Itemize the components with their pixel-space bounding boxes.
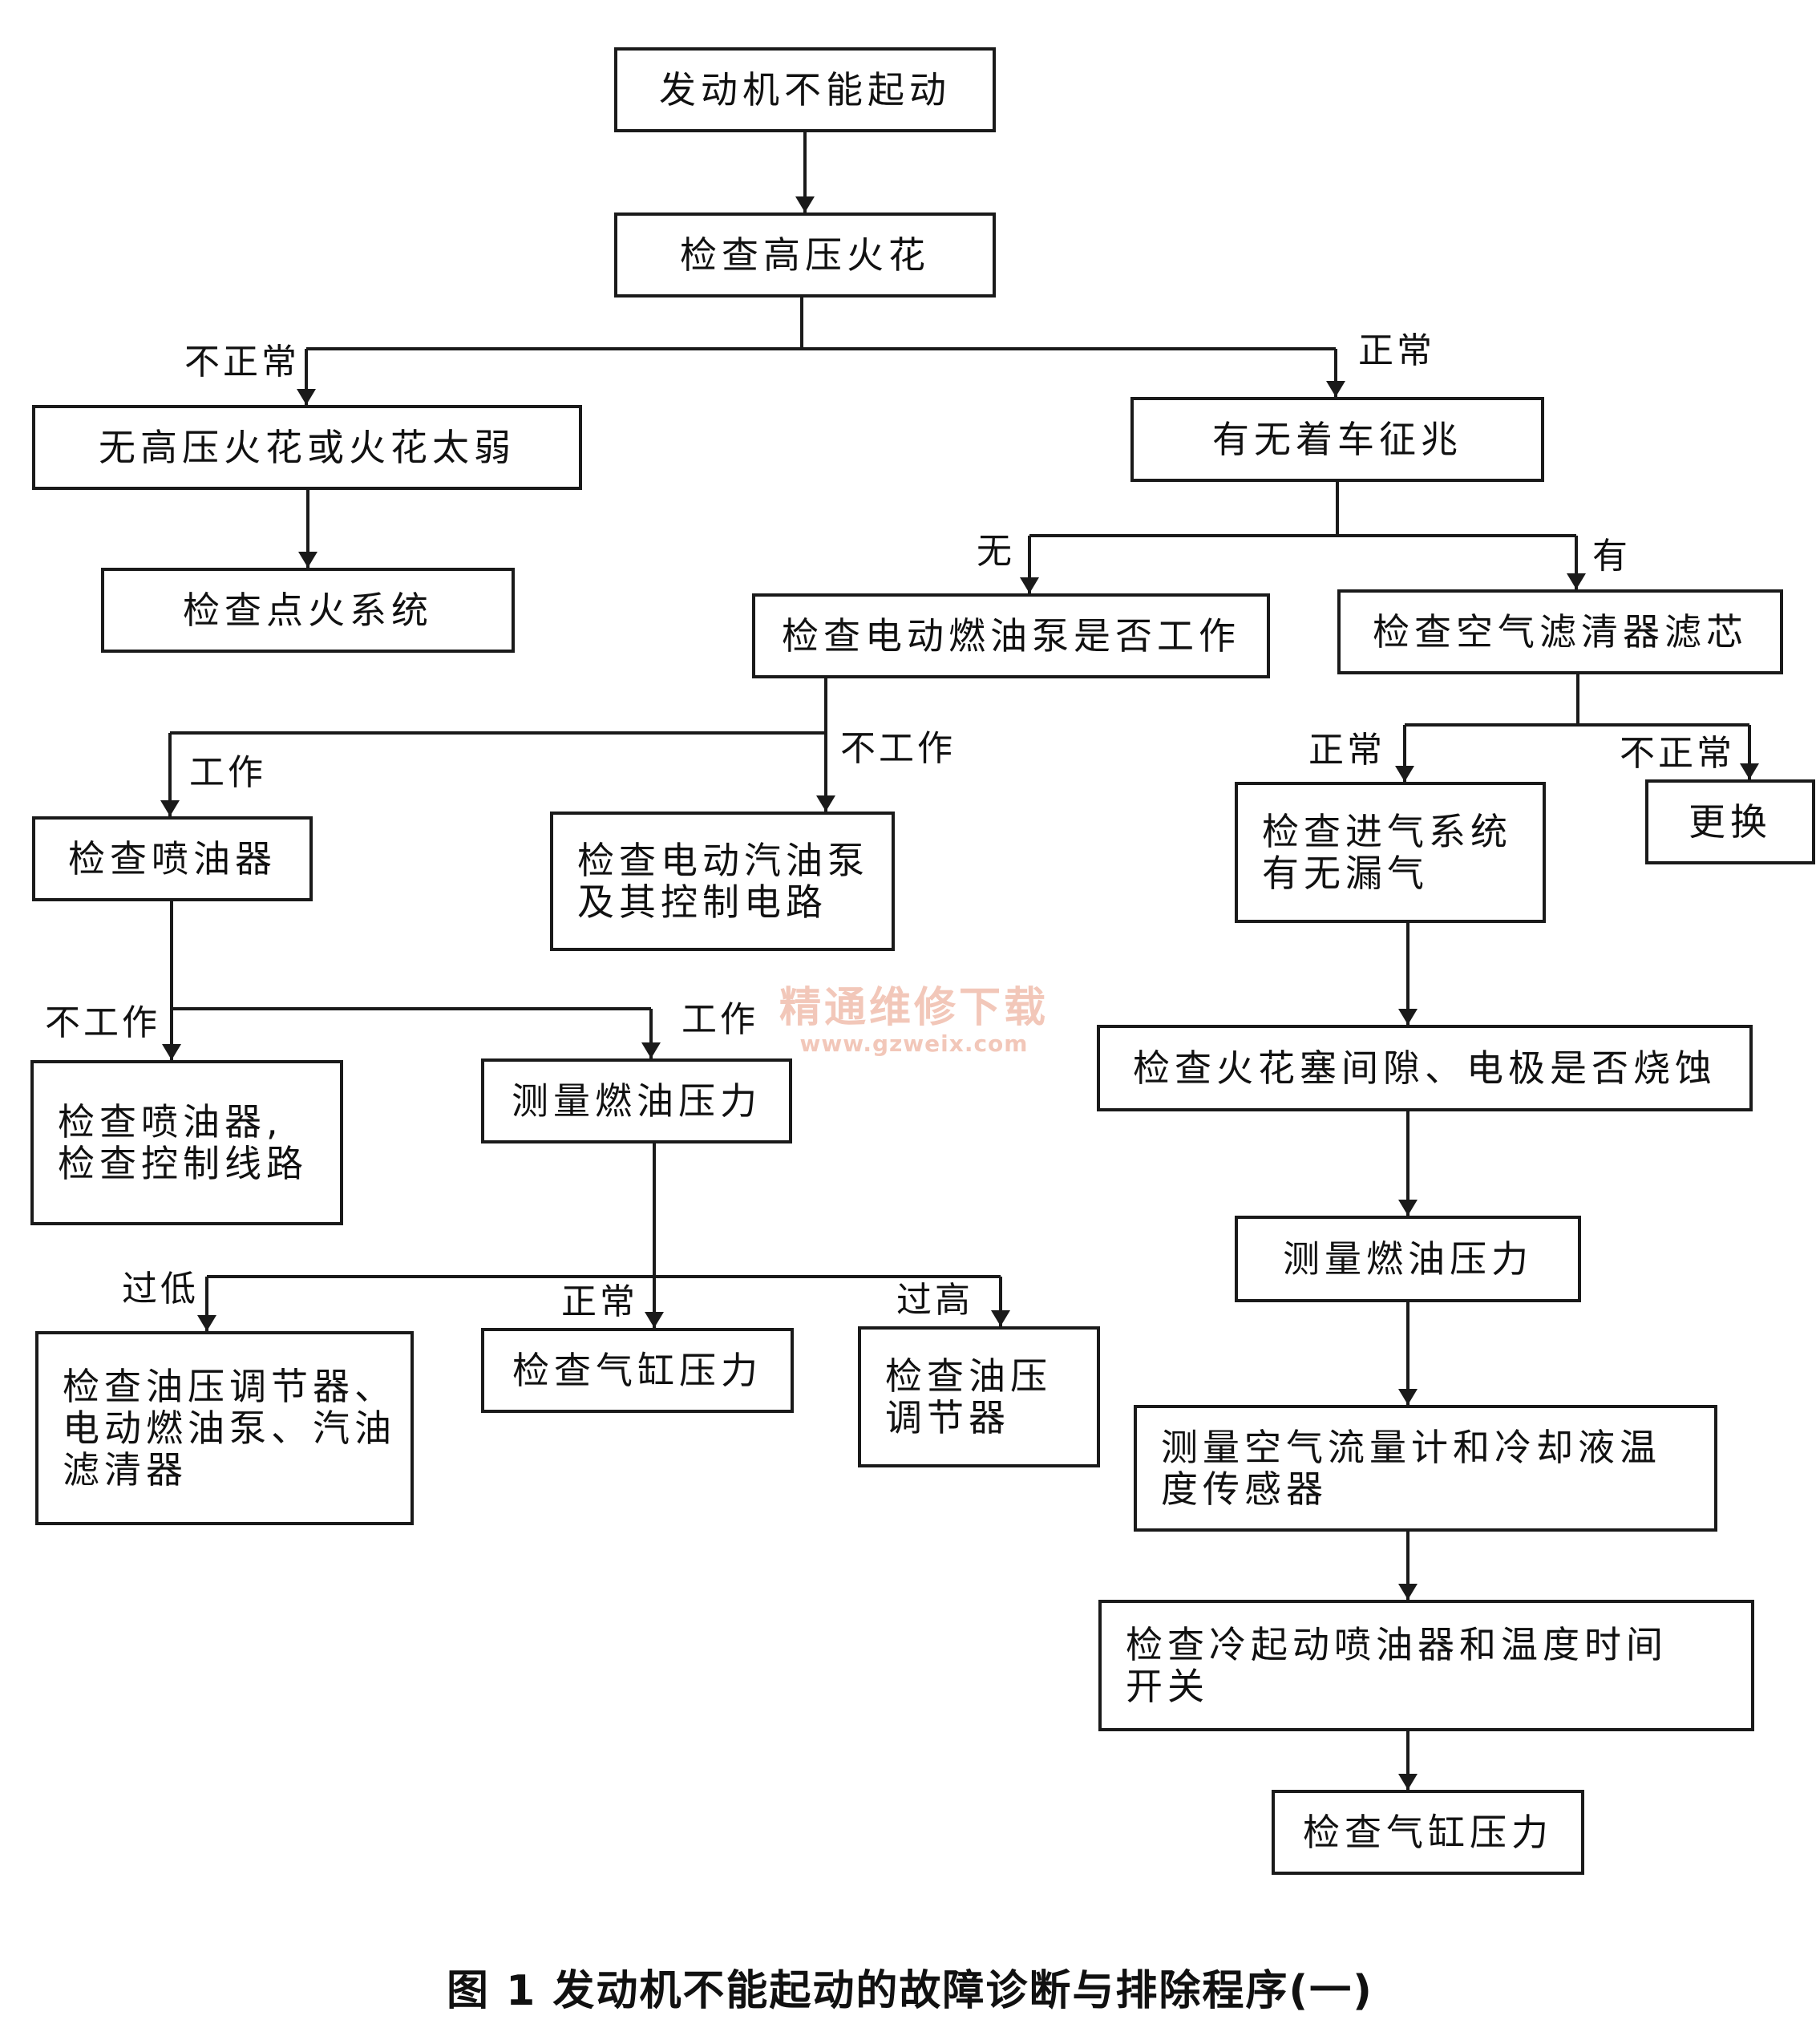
watermark-title: 精通维修下载 <box>779 984 1049 1032</box>
edge-label-has-symptoms: 有 <box>1592 536 1631 577</box>
node-check-electric-fuel-pump: 检查电动燃油泵是否工作 <box>752 593 1270 678</box>
edge-to-injector-arrowhead <box>160 800 180 816</box>
edge-label-pump-works: 工作 <box>189 752 266 793</box>
node-measure-airflow-coolant-sensor: 测量空气流量计和冷却液温 度传感器 <box>1134 1405 1717 1532</box>
edge-to-spark-plug-arrowhead <box>1398 1009 1418 1025</box>
edge-to-fuel-pressure-right-arrowhead <box>1398 1200 1418 1216</box>
edge-to-regulator-pump-filter-arrowhead <box>197 1315 216 1331</box>
node-check-high-voltage-spark: 检查高压火花 <box>614 212 996 298</box>
edge-label-injector-not-works: 不工作 <box>45 1002 160 1043</box>
edge-to-pressure-regulator-arrowhead <box>991 1310 1010 1326</box>
edge-to-pump-circuit-arrowhead <box>816 795 835 812</box>
edge-to-cylinder-right-arrowhead <box>1398 1774 1418 1790</box>
node-check-regulator-pump-filter: 检查油压调节器、 电动燃油泵、汽油 滤清器 <box>35 1331 414 1525</box>
edge-to-fuel-pressure-left-arrowhead <box>641 1042 661 1058</box>
edge-label-pressure-too-high: 过高 <box>896 1280 973 1321</box>
edge-to-cold-start-arrowhead <box>1398 1584 1418 1600</box>
node-engine-cannot-start: 发动机不能起动 <box>614 47 996 132</box>
node-measure-fuel-pressure-right: 测量燃油压力 <box>1235 1216 1581 1302</box>
edge-to-no-spark-arrowhead <box>297 389 316 405</box>
node-check-cylinder-pressure-left: 检查气缸压力 <box>481 1328 794 1413</box>
edge-to-replace-arrowhead <box>1740 763 1759 779</box>
node-replace: 更换 <box>1645 779 1815 864</box>
node-check-ignition-system: 检查点火系统 <box>101 568 515 653</box>
edge-label-no-symptoms: 无 <box>977 531 1015 572</box>
node-check-injector-wiring: 检查喷油器, 检查控制线路 <box>30 1060 343 1225</box>
node-start-symptoms: 有无着车征兆 <box>1130 397 1544 482</box>
edge-label-filter-normal: 正常 <box>1308 730 1385 771</box>
figure-caption: 图 1 发动机不能起动的故障诊断与排除程序(一) <box>447 1967 1373 2015</box>
edge-label-normal-spark: 正常 <box>1358 330 1435 371</box>
edge-start-to-spark-arrowhead <box>795 196 815 212</box>
edge-to-cylinder-left-arrowhead <box>645 1312 664 1328</box>
node-check-pressure-regulator: 检查油压 调节器 <box>858 1326 1100 1467</box>
edge-to-injector-wiring-arrowhead <box>162 1044 181 1060</box>
edge-label-abnormal-spark: 不正常 <box>184 342 300 382</box>
node-check-intake-leak: 检查进气系统 有无漏气 <box>1235 782 1546 923</box>
node-measure-fuel-pressure-left: 测量燃油压力 <box>481 1058 792 1143</box>
node-check-cylinder-pressure-right: 检查气缸压力 <box>1272 1790 1584 1875</box>
edge-to-ignition-arrowhead <box>298 552 317 568</box>
edge-label-pump-not-works: 不工作 <box>840 728 956 769</box>
edge-label-pressure-normal: 正常 <box>561 1281 638 1322</box>
edge-to-intake-leak-arrowhead <box>1395 766 1414 782</box>
node-check-air-filter: 检查空气滤清器滤芯 <box>1337 589 1783 674</box>
edge-label-injector-works: 工作 <box>681 999 758 1040</box>
edge-label-pressure-too-low: 过低 <box>122 1269 199 1309</box>
node-check-injector: 检查喷油器 <box>32 816 313 901</box>
edge-label-filter-abnormal: 不正常 <box>1620 733 1735 774</box>
edge-to-airflow-sensor-arrowhead <box>1398 1389 1418 1405</box>
node-no-spark-or-weak: 无高压火花或火花太弱 <box>32 405 582 490</box>
node-check-spark-plug: 检查火花塞间隙、电极是否烧蚀 <box>1097 1025 1753 1111</box>
node-check-fuel-pump-circuit: 检查电动汽油泵 及其控制电路 <box>550 812 895 951</box>
edge-to-air-filter-arrowhead <box>1567 573 1586 589</box>
edge-to-fuel-pump-arrowhead <box>1020 577 1039 593</box>
watermark: 精通维修下载 www.gzweix.com <box>770 985 1058 1057</box>
watermark-url: www.gzweix.com <box>799 1030 1029 1057</box>
node-check-cold-start-injector: 检查冷起动喷油器和温度时间 开关 <box>1098 1600 1754 1731</box>
edge-to-symptoms-arrowhead <box>1326 381 1345 397</box>
